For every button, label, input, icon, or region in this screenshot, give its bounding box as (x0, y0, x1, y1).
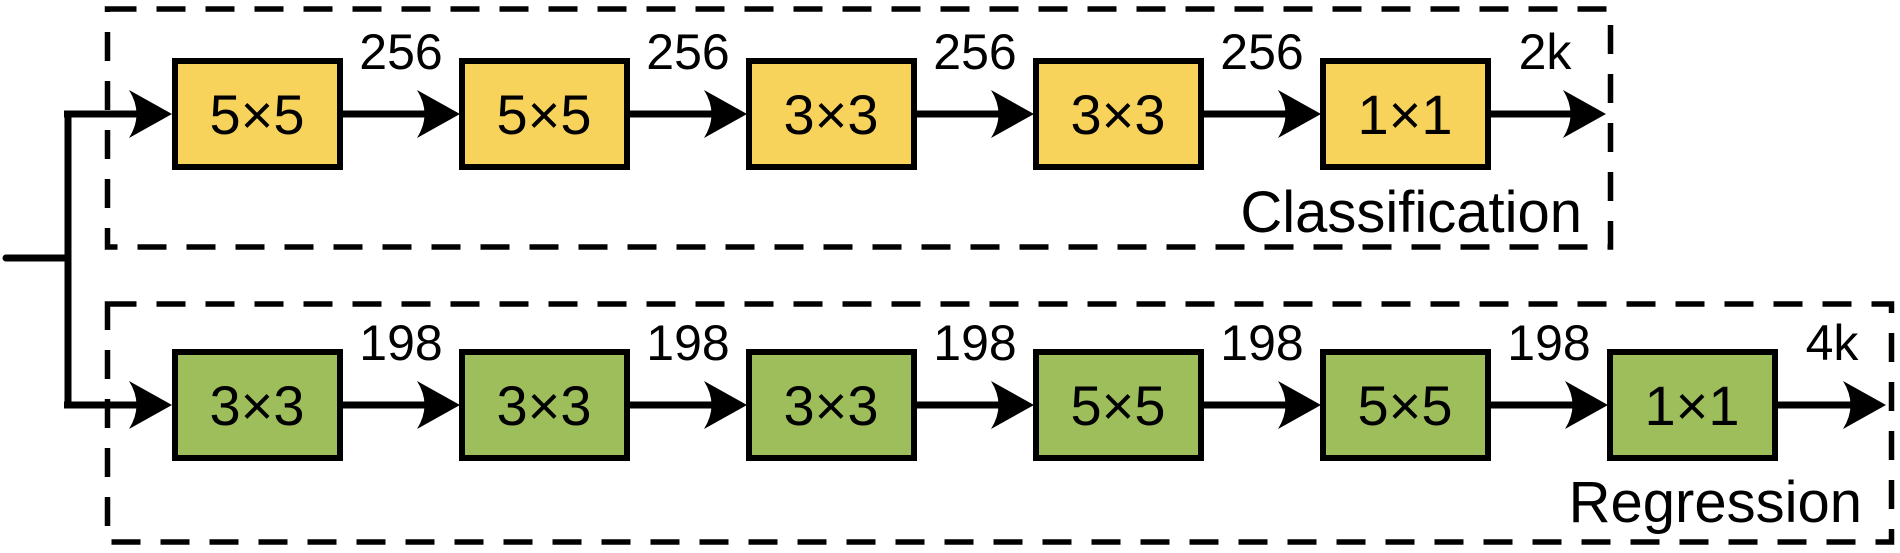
conv-box: 5×5 (1320, 349, 1491, 461)
flow-arrow (625, 90, 747, 138)
output-label: 2k (1519, 24, 1573, 80)
classification-entry-arrow (64, 90, 172, 138)
conv-box: 3×3 (172, 349, 343, 461)
conv-box-label: 3×3 (784, 374, 879, 437)
conv-box-label: 3×3 (210, 374, 305, 437)
flow-arrow (338, 381, 460, 429)
conv-box: 3×3 (459, 349, 630, 461)
conv-box-label: 1×1 (1645, 374, 1740, 437)
regression-label: Regression (1569, 470, 1862, 535)
conv-box: 5×5 (172, 58, 343, 170)
flow-arrow (1486, 381, 1608, 429)
channel-label: 256 (933, 24, 1016, 80)
conv-box: 5×5 (459, 58, 630, 170)
channel-label: 198 (1220, 315, 1303, 371)
conv-box-label: 5×5 (210, 83, 305, 146)
flow-arrow (625, 381, 747, 429)
conv-box: 1×1 (1607, 349, 1778, 461)
conv-box-label: 5×5 (1358, 374, 1453, 437)
conv-box-label: 5×5 (497, 83, 592, 146)
conv-box: 3×3 (746, 349, 917, 461)
flow-arrow (338, 90, 460, 138)
flow-arrow (912, 90, 1034, 138)
flow-arrow (1199, 90, 1321, 138)
output-arrow (1773, 381, 1886, 429)
regression-group-box (104, 301, 1895, 545)
conv-box: 3×3 (1033, 58, 1204, 170)
conv-box-label: 3×3 (1071, 83, 1166, 146)
channel-label: 198 (359, 315, 442, 371)
input-connector (2, 111, 72, 408)
conv-box-label: 5×5 (1071, 374, 1166, 437)
conv-box: 5×5 (1033, 349, 1204, 461)
flow-arrow (912, 381, 1034, 429)
flow-arrow (1199, 381, 1321, 429)
channel-label: 256 (1220, 24, 1303, 80)
classification-group-box (104, 6, 1614, 250)
channel-label: 256 (646, 24, 729, 80)
classification-branch: 5×5 5×5 3×3 3×3 1×1 (64, 6, 1614, 250)
conv-box-label: 1×1 (1358, 83, 1453, 146)
conv-box: 1×1 (1320, 58, 1491, 170)
regression-entry-arrow (64, 381, 172, 429)
channel-label: 198 (933, 315, 1016, 371)
classification-label: Classification (1240, 180, 1582, 245)
conv-box-label: 3×3 (497, 374, 592, 437)
output-label: 4k (1806, 315, 1860, 371)
output-arrow (1486, 90, 1606, 138)
conv-box-label: 3×3 (784, 83, 879, 146)
channel-label: 198 (646, 315, 729, 371)
conv-box: 3×3 (746, 58, 917, 170)
channel-label: 256 (359, 24, 442, 80)
regression-branch: 3×3 3×3 3×3 5×5 5×5 1×1 (64, 301, 1895, 545)
channel-label: 198 (1507, 315, 1590, 371)
